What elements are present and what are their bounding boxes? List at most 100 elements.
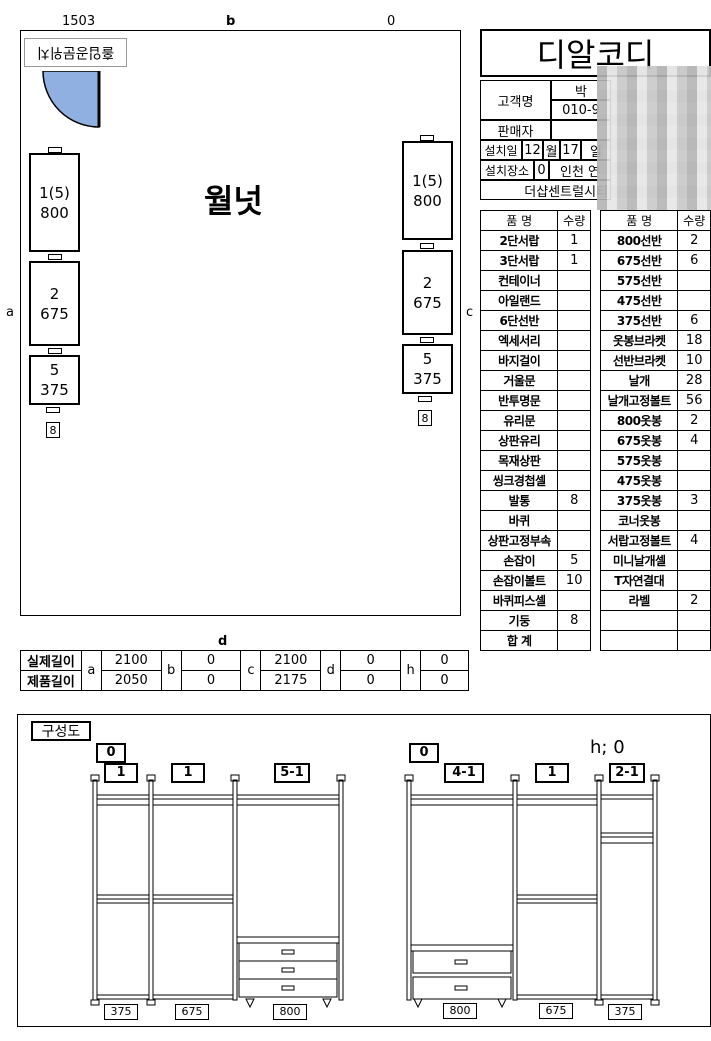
part-qty[interactable] [557, 590, 591, 611]
part-qty[interactable]: 1 [557, 230, 591, 251]
table-row: 엑세서리 [479, 330, 591, 351]
dim-a-product[interactable]: 2050 [100, 670, 162, 691]
part-qty[interactable]: 6 [677, 250, 711, 271]
part-qty[interactable] [557, 310, 591, 331]
part-qty[interactable] [677, 610, 711, 631]
material-walnut-label: 월넛 [204, 182, 263, 220]
part-qty[interactable] [677, 550, 711, 571]
plan-module-left-1[interactable]: 1(5)800 [29, 153, 80, 252]
size-label-right-2: 675 [539, 1003, 573, 1019]
part-name: 목재상판 [479, 450, 559, 471]
part-name: 손잡이 [479, 550, 559, 571]
part-name: 575선반 [599, 270, 679, 291]
part-qty[interactable] [677, 450, 711, 471]
part-name: 바퀴피스셀 [479, 590, 559, 611]
part-qty[interactable] [557, 330, 591, 351]
part-qty[interactable]: 8 [557, 610, 591, 631]
install-day: 17 [560, 140, 581, 160]
total-row [599, 630, 711, 651]
part-qty[interactable]: 10 [677, 350, 711, 371]
callout-left-1: 1 [104, 763, 138, 783]
part-qty[interactable]: 5 [557, 550, 591, 571]
part-qty[interactable]: 4 [677, 430, 711, 451]
parts-qty-header: 수량 [677, 210, 711, 231]
side-d-label: d [218, 634, 228, 649]
dim-b-product[interactable]: 0 [180, 670, 242, 691]
part-name: 선반브라켓 [599, 350, 679, 371]
part-qty[interactable] [557, 390, 591, 411]
table-row: 반투명문 [479, 390, 591, 411]
part-qty[interactable] [557, 350, 591, 371]
plan-module-right-1[interactable]: 1(5)800 [402, 141, 453, 240]
part-qty[interactable] [557, 270, 591, 291]
part-qty[interactable] [677, 510, 711, 531]
connector-tab [46, 407, 60, 413]
part-qty[interactable]: 56 [677, 390, 711, 411]
part-qty[interactable]: 28 [677, 370, 711, 391]
part-qty[interactable] [677, 270, 711, 291]
part-qty[interactable]: 18 [677, 330, 711, 351]
table-row: T자연결대 [599, 570, 711, 591]
part-qty[interactable]: 10 [557, 570, 591, 591]
part-qty[interactable] [557, 510, 591, 531]
table-row: 바지걸이 [479, 350, 591, 371]
corner-callout-left: 0 [96, 743, 126, 763]
dim-a-actual[interactable]: 2100 [100, 650, 162, 671]
total-label: 합 계 [479, 630, 559, 651]
door-swing-icon [42, 71, 101, 128]
total-qty [557, 630, 591, 651]
dim-c-actual[interactable]: 2100 [260, 650, 322, 671]
total-row: 합 계 [479, 630, 591, 651]
table-row: 컨테이너 [479, 270, 591, 291]
part-qty[interactable]: 2 [677, 410, 711, 431]
part-qty[interactable]: 4 [677, 530, 711, 551]
part-name: 유리문 [479, 410, 559, 431]
dim-d-actual[interactable]: 0 [340, 650, 402, 671]
part-qty[interactable] [557, 530, 591, 551]
dim-b-actual[interactable]: 0 [180, 650, 242, 671]
part-name: 옷봉브라켓 [599, 330, 679, 351]
connector-tab [420, 337, 434, 343]
part-qty[interactable] [557, 450, 591, 471]
post [92, 779, 98, 1001]
part-name: 발통 [479, 490, 559, 511]
part-qty[interactable]: 8 [557, 490, 591, 511]
part-qty[interactable]: 2 [677, 590, 711, 611]
post [232, 779, 238, 1001]
corner-callout-right: 0 [409, 743, 439, 763]
part-qty[interactable] [557, 370, 591, 391]
part-qty[interactable] [557, 410, 591, 431]
part-qty[interactable] [557, 430, 591, 451]
dim-d-product[interactable]: 0 [340, 670, 402, 691]
dim-h-actual[interactable]: 0 [420, 650, 469, 671]
part-qty[interactable]: 2 [677, 230, 711, 251]
part-qty[interactable] [677, 470, 711, 491]
parts-qty-header: 수량 [557, 210, 591, 231]
dim-h-product[interactable]: 0 [420, 670, 469, 691]
part-qty[interactable] [557, 470, 591, 491]
dim-left-top: 1503 [62, 14, 96, 29]
part-qty[interactable]: 3 [677, 490, 711, 511]
part-qty[interactable] [557, 290, 591, 311]
part-qty[interactable]: 1 [557, 250, 591, 271]
place-city: 인천 연 [549, 160, 611, 180]
dim-key-b: b [160, 650, 182, 691]
dim-right-top: 0 [387, 14, 396, 29]
size-label-left-1: 375 [104, 1004, 138, 1020]
dim-c-product[interactable]: 2175 [260, 670, 322, 691]
part-qty[interactable] [677, 570, 711, 591]
part-qty[interactable]: 6 [677, 310, 711, 331]
part-name: 상판고정부속 [479, 530, 559, 551]
part-qty[interactable] [677, 290, 711, 311]
